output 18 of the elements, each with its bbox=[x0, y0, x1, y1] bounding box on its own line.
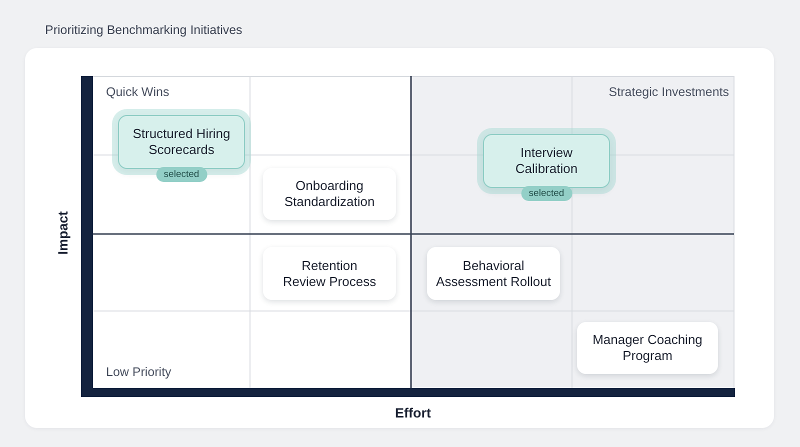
card-label: Behavioral Assessment Rollout bbox=[435, 258, 552, 290]
card-label: Onboarding Standardization bbox=[283, 178, 376, 210]
initiative-card bbox=[577, 322, 718, 374]
card-label: Interview Calibration bbox=[514, 145, 579, 177]
chart-title: Prioritizing Benchmarking Initiatives bbox=[45, 23, 242, 38]
card-label: Retention Review Process bbox=[282, 258, 378, 290]
quadrant-label: Quick Wins bbox=[106, 85, 170, 100]
status-tag: selected bbox=[520, 186, 572, 201]
card-label: Structured Hiring Scorecards bbox=[132, 126, 232, 158]
initiative-card bbox=[263, 168, 396, 220]
card-label: Manager Coaching Program bbox=[592, 332, 704, 364]
axis-title: Impact bbox=[56, 211, 70, 255]
quadrant-label: Low Priority bbox=[106, 365, 172, 380]
status-tag: selected bbox=[156, 167, 208, 182]
quadrant-label: Strategic Investments bbox=[608, 85, 729, 100]
axis-title: Effort bbox=[395, 406, 431, 420]
initiative-card bbox=[427, 247, 560, 300]
initiative-card bbox=[263, 247, 396, 300]
